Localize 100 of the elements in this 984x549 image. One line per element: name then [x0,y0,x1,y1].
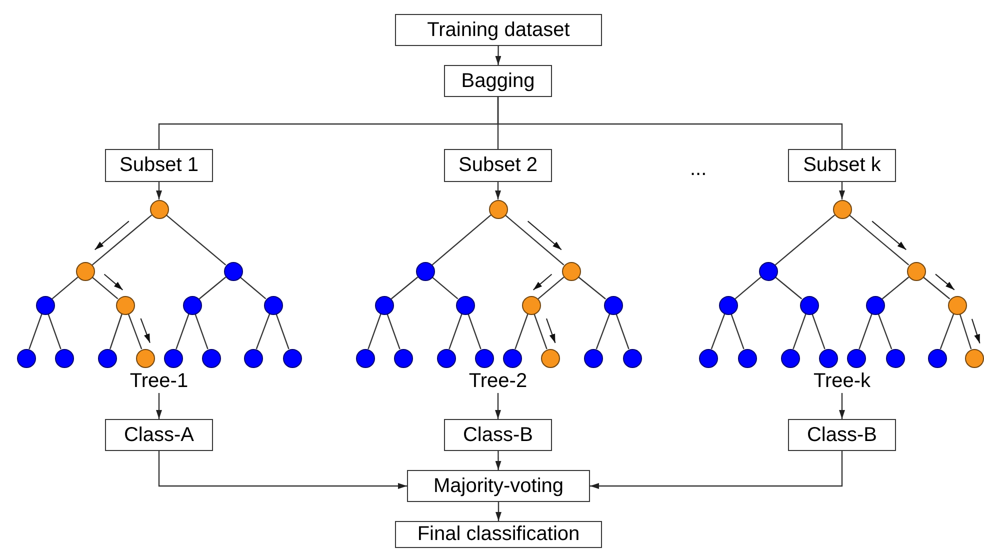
tree-branch [959,314,972,350]
process-box [444,419,552,451]
tree-node-circle [474,348,494,368]
box-label: Class-B [806,424,877,446]
tree-branch [940,314,954,350]
tree-node-circle [540,348,560,368]
tree-node-circle [182,296,202,314]
box-label: Subset 1 [120,154,198,177]
tree-branch [92,276,118,300]
tree-node-circle [622,348,642,368]
tree-node-circle [136,348,154,368]
tree-node-circle [54,348,74,368]
tree-branch [774,276,802,300]
ellipsis-label: ... [690,158,707,181]
tree-label: Tree-2 [468,370,528,392]
tree-branch [848,214,910,266]
arrow [495,182,501,200]
tree-branch [882,276,910,300]
arrow [590,451,843,489]
box-label: Final classification [417,523,580,546]
tree-branch [578,276,606,300]
box-label: Bagging [461,70,535,92]
tree-node-circle [758,262,778,280]
tree-branch [596,314,610,350]
tree-node-circle [436,348,456,368]
tree-node-circle [964,348,984,368]
arrow [495,46,502,65]
tree-node-circle [502,348,522,368]
tree-node-circle [522,296,540,314]
process-box [788,419,896,451]
tree-node-circle [800,296,818,314]
tree-branch [128,314,142,350]
tree-branch [390,276,418,300]
tree-branch [92,214,152,266]
process-box [444,65,552,97]
tree-branch [48,314,62,350]
connector-line [497,97,843,149]
box-label: Subset k [803,154,881,177]
tree-node-circle [202,348,220,368]
process-box [395,14,602,46]
tree-branch [538,276,564,300]
box-label: Class-A [124,424,194,446]
box-label: Subset 2 [458,154,538,177]
arrow [839,182,845,200]
tree-node-circle [780,348,800,368]
process-box [395,521,602,548]
arrow [495,451,502,470]
tree-node-circle [698,348,718,368]
tree-branch [812,314,826,350]
tree-node-circle [98,348,116,368]
tree-node-circle [164,348,182,368]
tree-node-circle [416,262,434,280]
box-label: Class-B [462,424,533,446]
process-box [105,149,213,182]
tree-branch [504,214,564,266]
tree-node-circle [832,200,852,218]
tree-node-circle [224,262,242,280]
tree-branch [710,314,726,350]
tree-node-circle [282,348,302,368]
process-box [407,470,590,502]
tree-branch [878,314,892,350]
tree-node-circle [16,348,36,368]
tree-node-circle [948,296,966,314]
tree-branch [52,276,78,300]
tree-branch [858,314,872,350]
tree-node-circle [818,348,838,368]
arrow [495,393,501,419]
tree-branch [386,314,400,350]
tree-node-circle [394,348,412,368]
tree-node-circle [76,262,94,280]
arrow [156,393,162,419]
tree-node-circle [456,296,474,314]
tree-branch [922,276,950,300]
tree-branch [256,314,270,350]
tree-node-circle [244,348,262,368]
tree-branch [534,314,548,350]
arrow [496,502,502,521]
tree-node-circle [866,296,884,314]
tree-node-circle [150,200,168,218]
tree-node-circle [116,296,134,314]
tree-branch [194,314,208,350]
tree-label: Tree-1 [130,370,188,392]
tree-branch [166,214,226,266]
box-label: Majority-voting [433,474,564,498]
tree-branch [28,314,42,350]
tree-branch [110,314,122,350]
arrow [839,393,845,419]
tree-label: Tree-k [813,370,871,392]
tree-branch [276,314,290,350]
tree-node-circle [886,348,904,368]
tree-node-circle [604,296,622,314]
tree-branch [432,276,458,300]
tree-node-circle [718,296,738,314]
tree-branch [730,314,744,350]
tree-node-circle [356,348,374,368]
tree-node-circle [374,296,394,314]
tree-branch [240,276,266,300]
tree-branch [514,314,528,350]
process-box [788,149,896,182]
tree-branch [448,314,462,350]
